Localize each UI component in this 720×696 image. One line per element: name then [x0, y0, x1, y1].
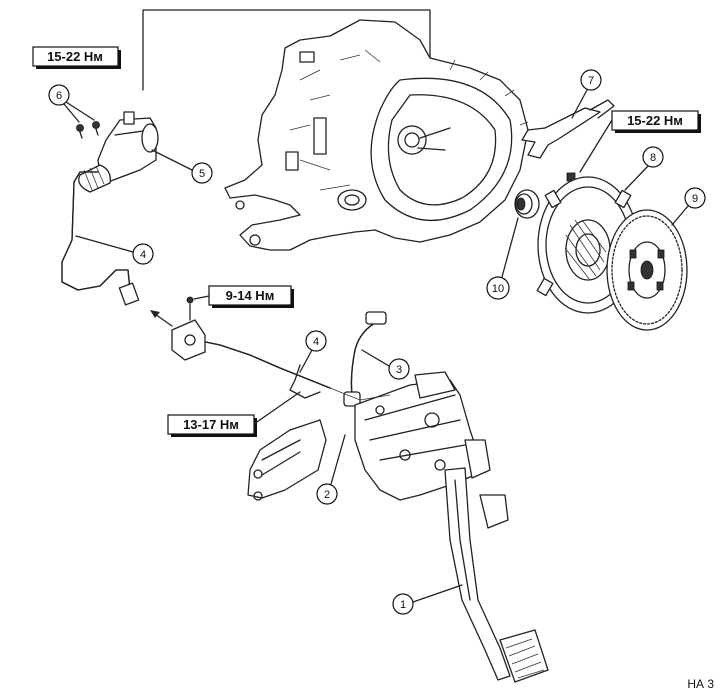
svg-text:8: 8	[650, 152, 656, 164]
hydraulic-line	[61, 171, 331, 399]
slave-cylinder	[78, 111, 159, 193]
callout-4-upper: 4	[75, 235, 154, 265]
svg-text:4: 4	[140, 249, 146, 261]
slave-cylinder-bolts	[76, 121, 100, 139]
svg-text:1: 1	[400, 599, 406, 611]
svg-text:7: 7	[588, 75, 594, 87]
torque-box-bracket-bolt: 9-14 Нм	[193, 285, 294, 308]
callout-2: 2	[316, 434, 346, 505]
callout-5: 5	[151, 149, 213, 184]
svg-text:4: 4	[313, 336, 319, 348]
callout-3: 3	[361, 349, 410, 380]
svg-text:9: 9	[692, 193, 698, 205]
callout-8: 8	[624, 146, 664, 191]
reservoir-hose	[343, 311, 387, 407]
grouping-bracket-line	[142, 9, 431, 91]
pedal-pad	[499, 629, 549, 683]
callout-10: 10	[486, 217, 519, 300]
callout-6: 6	[48, 84, 95, 123]
callout-9: 9	[671, 187, 706, 226]
figure-reference-code: НА 3	[687, 677, 714, 691]
transmission-housing	[224, 19, 529, 251]
direction-arrow	[150, 310, 173, 327]
svg-text:3: 3	[396, 364, 402, 376]
clutch-disc	[606, 209, 688, 331]
pipe-bracket	[171, 296, 206, 361]
clutch-pedal-arm	[444, 467, 511, 681]
callout-4-lower: 4	[299, 330, 327, 373]
pedal-bracket	[247, 371, 509, 529]
torque-box-fork-bolt: 15-22 Нм	[579, 110, 701, 173]
release-fork	[521, 99, 615, 159]
torque-box-pedal-bracket: 13-17 Нм	[167, 391, 301, 437]
svg-text:9-14 Нм: 9-14 Нм	[226, 288, 275, 303]
svg-text:13-17 Нм: 13-17 Нм	[183, 417, 239, 432]
svg-text:6: 6	[56, 90, 62, 102]
callout-7: 7	[571, 69, 602, 119]
svg-text:10: 10	[492, 283, 504, 295]
svg-text:15-22 Нм: 15-22 Нм	[627, 113, 683, 128]
release-bearing	[514, 189, 540, 219]
callout-1: 1	[392, 584, 463, 615]
svg-text:2: 2	[324, 489, 330, 501]
svg-text:5: 5	[199, 168, 205, 180]
svg-text:15-22 Нм: 15-22 Нм	[47, 49, 103, 64]
torque-box-slave-cylinder: 15-22 Нм	[32, 46, 121, 69]
